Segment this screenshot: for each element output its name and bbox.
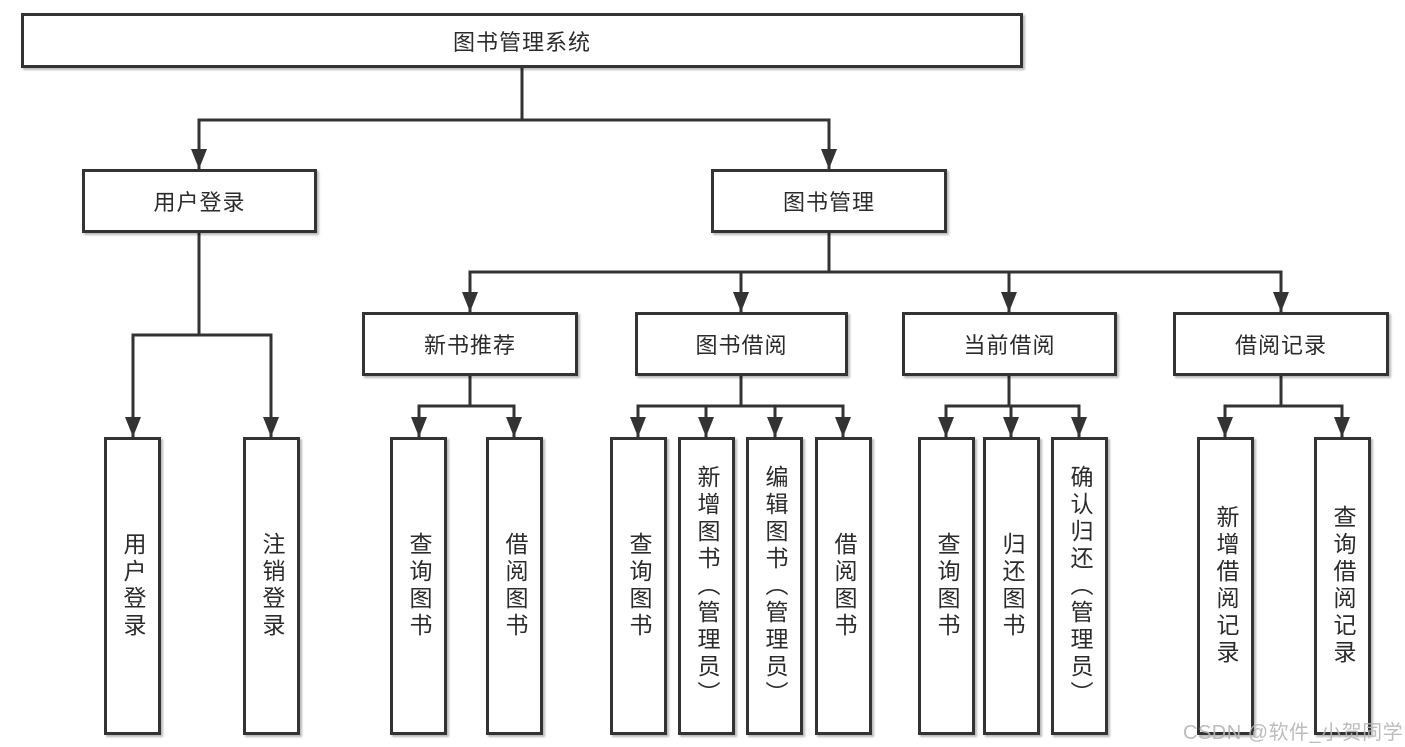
node-user-login-label: 用户登录 <box>153 190 246 215</box>
node-new-book-recommend-label: 新书推荐 <box>423 333 516 358</box>
leaf-query-books-borrowing: 查询图书 <box>610 437 667 735</box>
leaf-edit-book-admin: 编辑图书（管理员） <box>746 437 803 735</box>
leaf-logout-label: 注销登录 <box>259 532 285 640</box>
node-borrowing-records-label: 借阅记录 <box>1234 333 1327 358</box>
leaf-user-login: 用户登录 <box>104 437 161 735</box>
node-library-system-label: 图书管理系统 <box>452 29 591 55</box>
node-new-book-recommend: 新书推荐 <box>362 312 578 376</box>
leaf-query-borrow-record-label: 查询借阅记录 <box>1330 505 1356 667</box>
leaf-borrow-books-borrowing: 借阅图书 <box>815 437 872 735</box>
leaf-query-books-recommend-label: 查询图书 <box>406 532 432 640</box>
leaf-add-book-admin-label: 新增图书（管理员） <box>694 464 720 708</box>
node-current-borrowing-label: 当前借阅 <box>963 333 1056 358</box>
node-library-system: 图书管理系统 <box>21 13 1023 68</box>
leaf-add-borrow-record: 新增借阅记录 <box>1197 437 1254 735</box>
leaf-borrow-books-recommend: 借阅图书 <box>486 437 543 735</box>
leaf-confirm-return-admin-label: 确认归还（管理员） <box>1067 464 1093 708</box>
watermark-text: CSDN @软件_小贺同学 <box>1183 722 1404 744</box>
leaf-logout: 注销登录 <box>243 437 300 735</box>
leaf-add-book-admin: 新增图书（管理员） <box>678 437 735 735</box>
node-book-borrowing: 图书借阅 <box>635 312 848 376</box>
node-book-management-label: 图书管理 <box>782 190 875 215</box>
leaf-add-borrow-record-label: 新增借阅记录 <box>1213 505 1239 667</box>
node-current-borrowing: 当前借阅 <box>902 312 1117 376</box>
node-book-borrowing-label: 图书借阅 <box>695 333 788 358</box>
node-user-login: 用户登录 <box>82 169 317 233</box>
leaf-query-books-current-label: 查询图书 <box>934 532 960 640</box>
leaf-borrow-books-recommend-label: 借阅图书 <box>502 532 528 640</box>
leaf-query-books-borrowing-label: 查询图书 <box>626 532 652 640</box>
leaf-query-borrow-record: 查询借阅记录 <box>1314 437 1371 735</box>
leaf-return-book: 归还图书 <box>983 437 1040 735</box>
leaf-edit-book-admin-label: 编辑图书（管理员） <box>762 464 788 708</box>
node-book-management: 图书管理 <box>711 169 947 233</box>
leaf-borrow-books-borrowing-label: 借阅图书 <box>831 532 857 640</box>
leaf-query-books-recommend: 查询图书 <box>390 437 447 735</box>
node-borrowing-records: 借阅记录 <box>1173 312 1389 376</box>
leaf-return-book-label: 归还图书 <box>999 532 1025 640</box>
leaf-confirm-return-admin: 确认归还（管理员） <box>1051 437 1108 735</box>
leaf-query-books-current: 查询图书 <box>918 437 975 735</box>
connector-path <box>131 64 1344 439</box>
leaf-user-login-label: 用户登录 <box>120 532 146 640</box>
